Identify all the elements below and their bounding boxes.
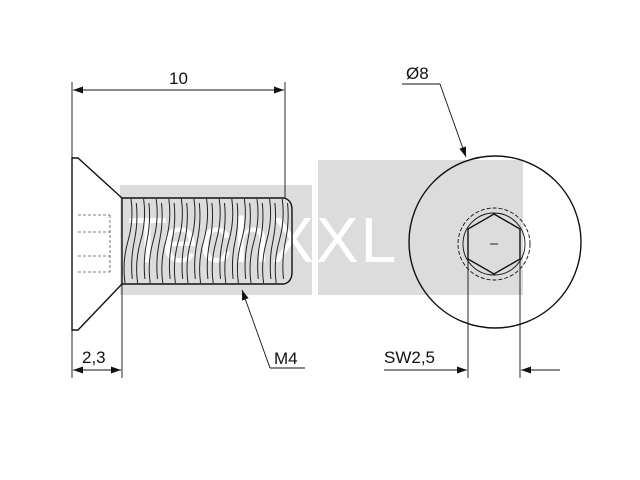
dimension-thread: M4	[241, 289, 305, 369]
socket-circle-inner	[462, 212, 526, 276]
watermark: TechXXL	[120, 160, 523, 295]
thread-pattern	[123, 198, 289, 284]
thread-root	[231, 202, 239, 280]
thread-crest	[236, 198, 246, 284]
thread-crest	[148, 198, 158, 284]
thread-root	[206, 202, 214, 280]
thread-root	[143, 202, 151, 280]
leader-diameter	[439, 83, 467, 158]
thread-crest	[199, 198, 209, 284]
shank-end	[283, 197, 293, 285]
thread-root	[269, 202, 277, 280]
dimension-thread-label: M4	[274, 349, 298, 368]
thread-root	[168, 202, 176, 280]
screw-top-view	[408, 155, 582, 329]
dimension-socket-size-label: SW2,5	[384, 348, 435, 367]
dimension-length: 10	[71, 69, 286, 198]
dimension-head-diameter: Ø8	[402, 64, 467, 158]
dimension-head-height-label: 2,3	[82, 348, 106, 367]
thread-crest	[249, 198, 259, 284]
hex-socket	[467, 213, 521, 275]
thread-crest	[186, 198, 196, 284]
screw-side-view	[71, 157, 293, 331]
thread-crest	[123, 198, 133, 284]
watermark-box-right	[318, 160, 523, 295]
thread-crest	[173, 198, 183, 284]
head-circle	[408, 155, 582, 329]
thread-root	[181, 202, 188, 280]
dimension-length-label: 10	[169, 69, 188, 88]
thread-root	[257, 202, 264, 280]
thread-root	[244, 202, 251, 280]
screw-head-outline	[71, 157, 123, 331]
thread-root	[131, 202, 138, 280]
thread-root	[282, 202, 289, 280]
thread-root	[194, 202, 201, 280]
thread-root	[219, 202, 226, 280]
thread-crest	[262, 198, 272, 284]
dimension-socket-size: SW2,5	[384, 259, 560, 378]
thread-root	[156, 202, 163, 280]
thread-crest	[161, 198, 171, 284]
leader-thread	[241, 289, 271, 369]
thread-crest	[136, 198, 146, 284]
socket-circle	[457, 207, 531, 281]
dimension-head-diameter-label: Ø8	[406, 64, 429, 83]
thread-crest	[274, 198, 284, 284]
thread-crest	[224, 198, 234, 284]
thread-crest	[211, 198, 221, 284]
dimension-head-height: 2,3	[71, 284, 123, 378]
